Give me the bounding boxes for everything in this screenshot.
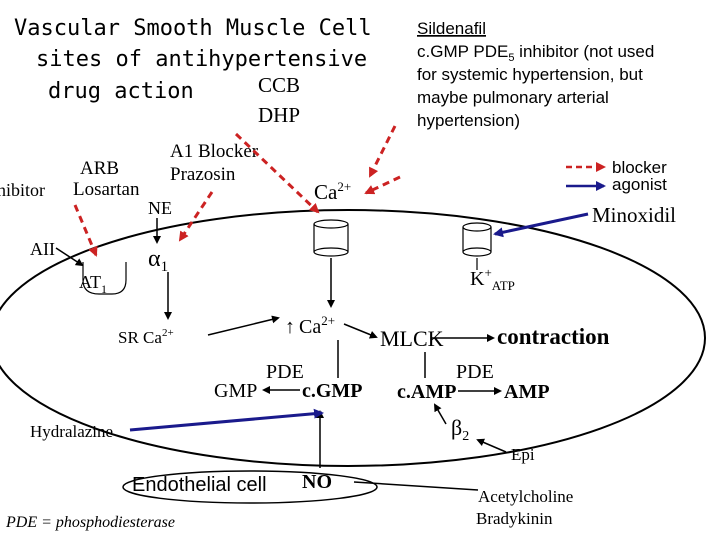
amp-label: AMP (504, 381, 550, 403)
arb-label: ARB (80, 158, 119, 179)
losartan-label: Losartan (73, 179, 140, 200)
sildenafil-line4: maybe pulmonary arterial (417, 88, 609, 107)
calcium-channel (313, 219, 349, 257)
camp-label: c.AMP (397, 381, 456, 403)
sildenafil-title: Sildenafil (417, 19, 486, 38)
sr-ca-label: SR Ca2+ (118, 327, 174, 347)
cgmp-label: c.GMP (302, 380, 363, 402)
agonist-minoxidil-to-katp (493, 212, 589, 238)
cell-membrane (0, 209, 706, 467)
acetylcholine-label: Acetylcholine (478, 487, 573, 506)
katp-channel (462, 222, 492, 257)
hydralazine-label: Hydralazine (30, 422, 113, 441)
sildenafil-line3: for systemic hypertension, but (417, 65, 643, 84)
aii-label: AII (30, 239, 55, 259)
pde-right-label: PDE (456, 361, 494, 383)
katp-label: K+ATP (470, 265, 515, 293)
arrow-endothelium-to-ach (353, 481, 479, 491)
ca-top-label: Ca2+ (314, 179, 351, 204)
blocker-ccb-to-channel (234, 132, 320, 214)
arrow-aii-to-at1 (55, 247, 84, 267)
title-line2: sites of antihypertensive (36, 47, 367, 72)
agonist-hydralazine-to-cell (129, 408, 324, 432)
arrow-ca-to-mlck (343, 323, 378, 339)
a1-blocker-label: A1 Blocker (170, 141, 259, 162)
beta2-label: β2 (451, 415, 469, 444)
sildenafil-line5: hypertension) (417, 111, 520, 130)
gmp-label: GMP (214, 380, 257, 402)
arrow-sr-to-ca (207, 315, 280, 336)
arrow-epi-to-beta2 (476, 438, 507, 453)
blocker-prazosin-to-alpha1 (178, 191, 214, 242)
blocker-arb-to-at1 (73, 204, 98, 257)
endothelial-cell-label: Endothelial cell (132, 474, 267, 496)
endothelial-cell-outline (122, 470, 378, 504)
blocker-to-ca-top (364, 175, 401, 195)
minoxidil-label: Minoxidil (592, 203, 676, 227)
title-line1: Vascular Smooth Muscle Cell (14, 16, 372, 41)
bradykinin-label: Bradykinin (476, 509, 553, 528)
legend-blocker-label: blocker (612, 158, 667, 177)
sildenafil-line2: c.GMP PDE5 inhibitor (not used (417, 42, 654, 64)
blocker-sildenafil-to-pde (368, 125, 397, 178)
arrow-beta2-to-camp (433, 403, 447, 425)
at1-receptor-shape (82, 262, 127, 295)
alpha1-label: α1 (148, 246, 168, 275)
pde-note: PDE = phosphodiesterase (5, 514, 175, 531)
ccb-label: CCB (258, 73, 300, 97)
title-line3: drug action (48, 79, 194, 104)
dhp-label: DHP (258, 103, 300, 127)
no-label: NO (302, 471, 332, 493)
contraction-label: contraction (497, 324, 610, 349)
legend-agonist-label: agonist (612, 175, 667, 194)
epi-label: Epi (511, 445, 535, 464)
inhibitor-label: Inhibitor (0, 180, 45, 200)
ne-label: NE (148, 198, 172, 218)
prazosin-label: Prazosin (170, 164, 236, 185)
ca-mid-label: ↑Ca2+ (285, 313, 335, 338)
pde-left-label: PDE (266, 361, 304, 383)
